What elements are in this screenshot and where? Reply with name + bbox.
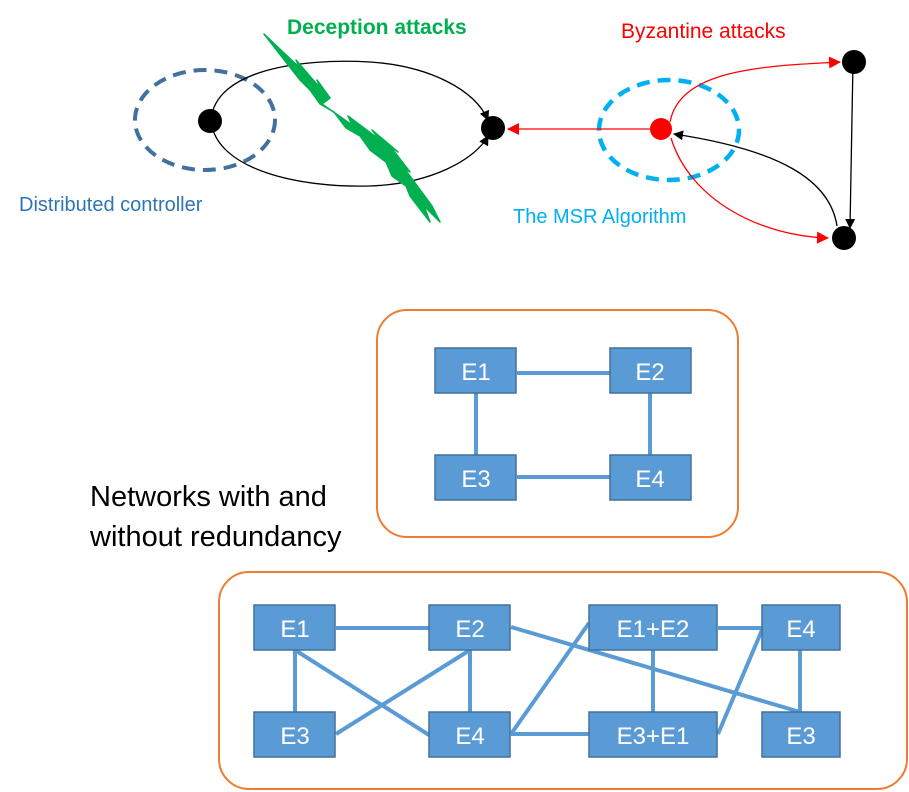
deception-label: Deception attacks [287, 16, 467, 39]
controller-node [198, 109, 222, 133]
msr-label: The MSR Algorithm [513, 206, 686, 228]
lightning-icon [263, 33, 441, 223]
edge-red-up [669, 56, 841, 123]
controller-ring [133, 68, 277, 172]
edge-upper [210, 60, 489, 121]
node-label: E4 [455, 723, 484, 750]
network-b-node-e4: E4 [428, 711, 511, 758]
edge-e1-e4 [293, 648, 431, 737]
node-top-right [842, 50, 866, 74]
node-label: E2 [635, 359, 664, 386]
network-b-node-e1e2: E1+E2 [588, 604, 718, 651]
network-a-edges [474, 371, 652, 479]
network-a-node-e2: E2 [609, 347, 692, 394]
edge-lower [210, 119, 489, 187]
controller-label: Distributed controller [19, 194, 203, 216]
byzantine-node [650, 118, 672, 140]
network-b-node-e3: E3 [253, 711, 336, 758]
edge-black-down [845, 61, 856, 229]
node-label: E1+E2 [617, 616, 690, 643]
caption-line2: without redundancy [89, 521, 342, 553]
edge-red-down [670, 137, 829, 244]
byzantine-section: Byzantine attacks The MSR Algorithm [507, 20, 866, 250]
node-label: E1 [280, 616, 309, 643]
node-label: E2 [455, 616, 484, 643]
network-b-edges [293, 621, 802, 737]
network-a-border [376, 309, 739, 538]
network-a-node-e4: E4 [609, 454, 692, 501]
network-b-node-e2: E2 [428, 604, 511, 651]
node-label: E1 [461, 359, 490, 386]
edge-e2-e3right [510, 625, 801, 714]
deception-section: Deception attacks Distributed controller [19, 16, 505, 223]
edge-e2-e3 [334, 648, 472, 736]
msr-ring [596, 77, 742, 183]
edge-e4-e1e2 [509, 621, 591, 736]
network-b-node-e3-right: E3 [761, 711, 841, 758]
node-label: E3 [786, 723, 815, 750]
node-label: E4 [635, 466, 664, 493]
node-bottom-right [832, 226, 856, 250]
caption-line1: Networks with and [90, 481, 327, 513]
target-node [481, 116, 505, 140]
network-b-node-e4-right: E4 [761, 604, 841, 651]
edge-e3e1-e4right [716, 629, 764, 735]
network-b-node-e3e1: E3+E1 [588, 711, 718, 758]
node-label: E3 [280, 723, 309, 750]
node-label: E3+E1 [617, 723, 690, 750]
network-b-node-e1: E1 [253, 604, 336, 651]
byzantine-label: Byzantine attacks [621, 20, 786, 43]
network-a-node-e3: E3 [434, 454, 517, 501]
network-b-border [218, 571, 908, 790]
network-a: E1 E2 E3 E4 [376, 309, 739, 538]
node-label: E4 [786, 616, 815, 643]
network-b: E1 E2 E3 E4 E1+E2 E4 E3+E1 E3 [218, 571, 908, 790]
node-label: E3 [461, 466, 490, 493]
edge-black-back [673, 130, 838, 227]
network-a-node-e1: E1 [434, 347, 517, 394]
